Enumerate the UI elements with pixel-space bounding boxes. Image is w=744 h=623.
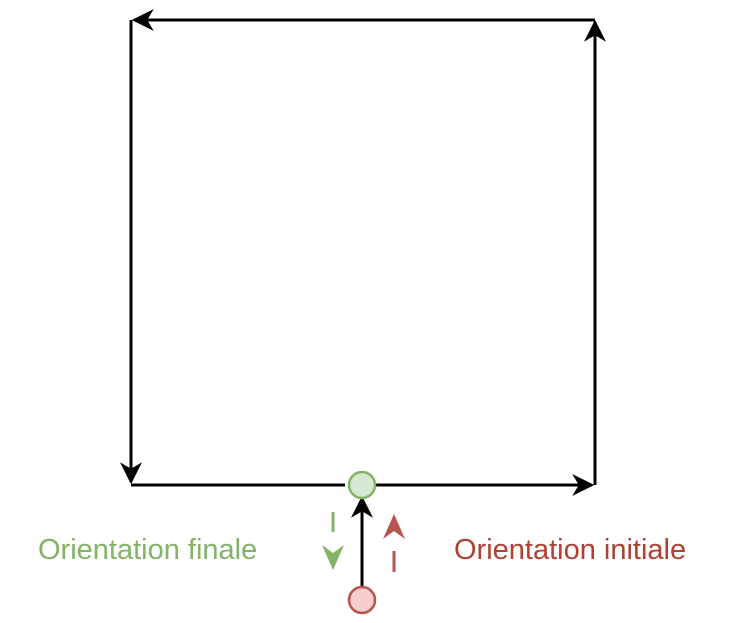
initial-orientation-arrow-head bbox=[383, 514, 405, 539]
initial-orientation-label: Orientation initiale bbox=[454, 534, 687, 566]
end-point-node bbox=[347, 470, 377, 500]
final-orientation-arrow-head bbox=[322, 545, 344, 570]
start-point-node bbox=[347, 585, 377, 615]
final-orientation-label: Orientation finale bbox=[38, 534, 258, 566]
